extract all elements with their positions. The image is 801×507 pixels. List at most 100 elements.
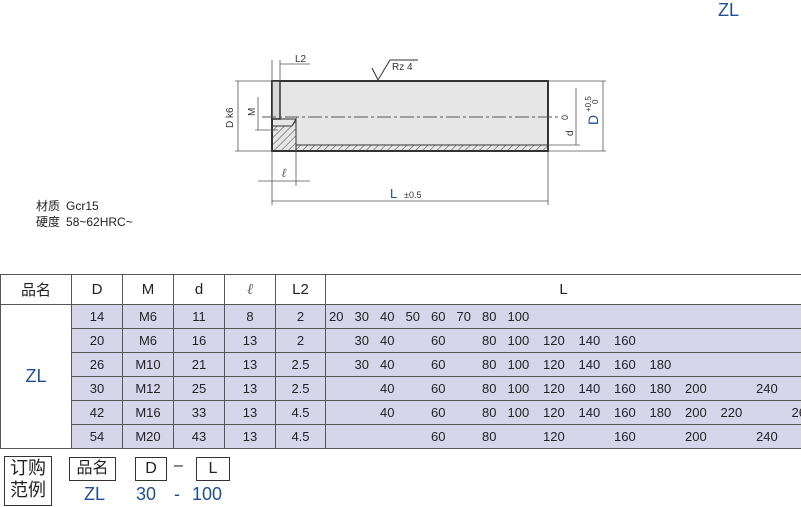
l-value: 200 xyxy=(685,381,707,396)
pin-body xyxy=(271,80,549,152)
l-value: 120 xyxy=(543,405,565,420)
l-value: 100 xyxy=(507,357,530,372)
l-value: 200 xyxy=(685,405,707,420)
l-value: 180 xyxy=(649,405,672,420)
l-value: 60 xyxy=(431,309,446,324)
l-value: 40 xyxy=(380,405,395,420)
bottom-wall xyxy=(295,144,549,152)
cell-ell: 13 xyxy=(224,376,276,401)
dim-d-small: d xyxy=(565,130,576,136)
l-value: 80 xyxy=(482,333,497,348)
table-header-row: 品名 D M d ℓ L2 L xyxy=(0,274,801,305)
l-value: 60 xyxy=(431,357,446,372)
cell-d-big: 14 xyxy=(71,304,123,329)
cell-m: M20 xyxy=(122,424,174,449)
l-value: 70 xyxy=(456,309,471,324)
l-value: 140 xyxy=(578,357,601,372)
pin-head xyxy=(271,80,281,120)
l-value: 80 xyxy=(482,405,497,420)
cell-d-big: 26 xyxy=(71,352,123,377)
cell-d-big: 20 xyxy=(71,328,123,353)
cell-ell: 13 xyxy=(224,328,276,353)
l-value: 240 xyxy=(756,381,778,396)
header-d-small: d xyxy=(173,274,225,305)
hardness-label: 硬度 xyxy=(36,215,61,229)
order-label: 订购范例 xyxy=(4,456,52,506)
l-value: 40 xyxy=(380,309,395,324)
cell-d-small: 21 xyxy=(173,352,225,377)
cell-l-values: 30 40 60 80 100 120 140 160 180 xyxy=(325,352,801,377)
cell-m: M6 xyxy=(122,304,174,329)
technical-drawing: L2 Rz 4 D k6 M 0 d D +0.5 0 ℓ L ±0.5 xyxy=(225,54,606,205)
dim-ell: ℓ xyxy=(282,166,287,180)
l-value: 100 xyxy=(507,381,530,396)
l-value: 60 xyxy=(431,405,446,420)
header-d-big: D xyxy=(71,274,123,305)
l-value: 40 xyxy=(380,357,395,372)
cell-ell: 13 xyxy=(224,424,276,449)
dim-d-big: D xyxy=(585,115,601,125)
dim-tol-lo: 0 xyxy=(591,99,600,104)
dim-l-tol: ±0.5 xyxy=(404,190,421,200)
series-tag: ZL xyxy=(718,0,740,20)
header-ell: ℓ xyxy=(224,274,276,305)
l-value: 180 xyxy=(649,357,672,372)
cell-l2: 2.5 xyxy=(275,376,326,401)
cell-d-big: 54 xyxy=(71,424,123,449)
l-value: 80 xyxy=(482,381,497,396)
dim-tol-hi: +0.5 xyxy=(584,96,593,112)
dim-l: L xyxy=(390,186,397,201)
roughness-symbol xyxy=(371,59,418,82)
order-d-box: D xyxy=(135,457,167,481)
order-dash: – xyxy=(174,457,183,474)
l-value: 160 xyxy=(614,405,636,420)
cell-m: M6 xyxy=(122,328,174,353)
l-value: 200 xyxy=(685,429,707,444)
l-value: 160 xyxy=(614,333,636,348)
cell-d-small: 11 xyxy=(173,304,225,329)
l-value: 240 xyxy=(756,429,778,444)
l-value: 30 xyxy=(354,357,369,372)
l-value: 100 xyxy=(507,405,530,420)
l-value: 180 xyxy=(649,381,672,396)
cell-l2: 2.5 xyxy=(275,352,326,377)
l-value: 160 xyxy=(614,429,636,444)
l-value: 120 xyxy=(543,357,565,372)
cell-d-small: 43 xyxy=(173,424,225,449)
l-value: 160 xyxy=(614,357,636,372)
example-name: ZL xyxy=(84,484,106,504)
example-d: 30 xyxy=(136,484,157,504)
dim-m: M xyxy=(247,108,258,116)
header-l2: L2 xyxy=(275,274,326,305)
cell-l2: 4.5 xyxy=(275,400,326,425)
l-value: 80 xyxy=(482,357,497,372)
cell-m: M16 xyxy=(122,400,174,425)
l-value: 20 xyxy=(329,309,344,324)
l-value: 30 xyxy=(354,309,369,324)
cell-d-small: 33 xyxy=(173,400,225,425)
l-value: 40 xyxy=(380,381,395,396)
example-l: 100 xyxy=(192,484,223,504)
header-name: 品名 xyxy=(0,274,72,305)
l-value: 120 xyxy=(543,429,565,444)
cell-d-big: 42 xyxy=(71,400,123,425)
l-value: 260 xyxy=(791,405,801,420)
l-value: 50 xyxy=(405,309,420,324)
l-value: 120 xyxy=(543,333,565,348)
cell-l2: 2 xyxy=(275,328,326,353)
l-value: 100 xyxy=(507,333,530,348)
cell-ell: 8 xyxy=(224,304,276,329)
l-value: 140 xyxy=(578,381,601,396)
cell-m: M12 xyxy=(122,376,174,401)
